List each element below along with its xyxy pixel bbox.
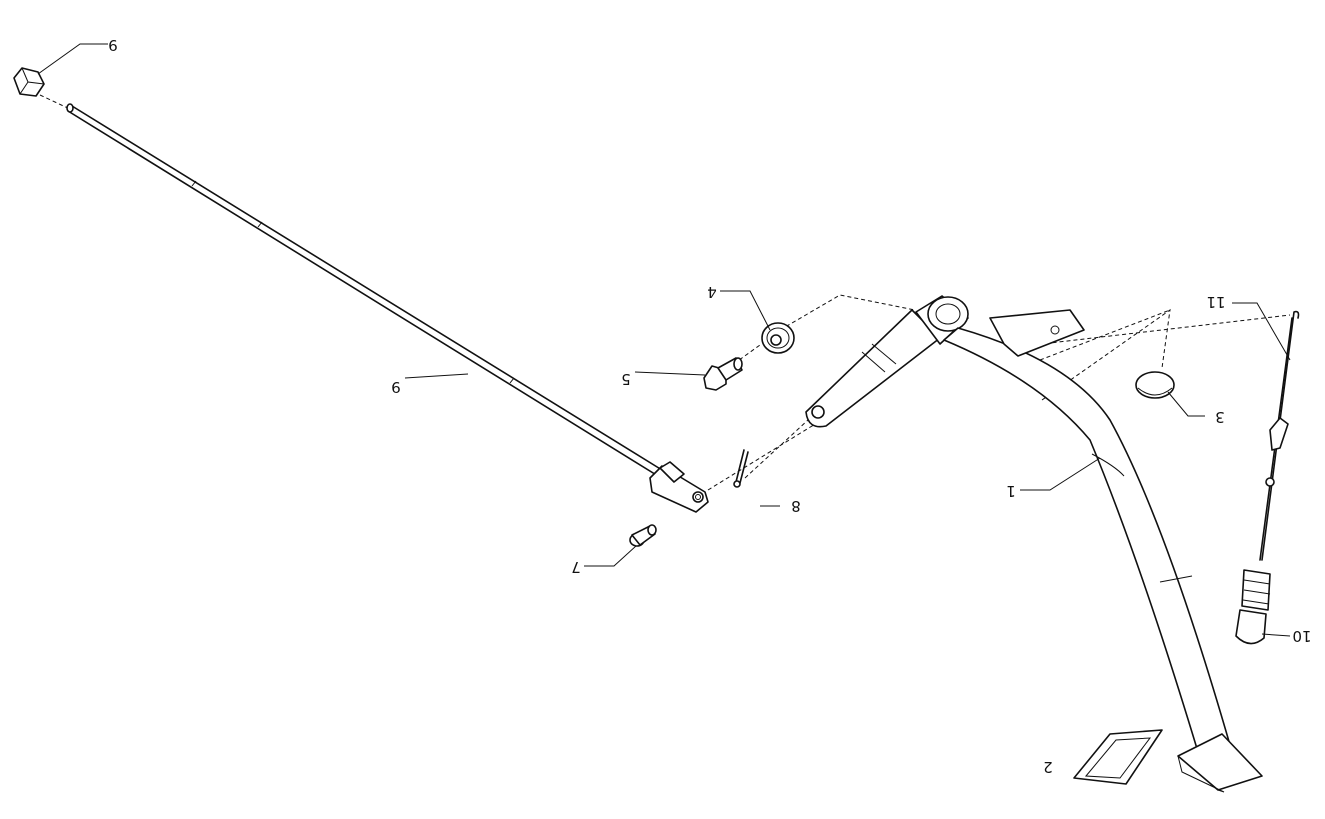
pedal-arm-part-1 (805, 295, 1263, 793)
cap-part-3 (1135, 371, 1175, 399)
washer-part-4 (761, 322, 795, 354)
rubber-pad-part-2 (1073, 729, 1163, 785)
leader-lines (37, 43, 1291, 637)
bolt-part-5 (703, 357, 743, 391)
callout-8: 8 (791, 497, 801, 515)
rod-part-9 (66, 103, 709, 513)
nut-part-9 (13, 67, 45, 97)
callout-10: 10 (1292, 627, 1311, 645)
callout-4: 4 (707, 283, 717, 301)
callout-3: 3 (1215, 408, 1225, 426)
callout-9-top: 9 (108, 36, 118, 54)
callout-11: 11 (1206, 293, 1225, 311)
clevis-pin-part-7 (629, 524, 657, 547)
switch-part-10 (1235, 569, 1271, 645)
callout-labels: 9 9 5 4 7 8 1 3 11 10 2 (108, 36, 1311, 776)
callout-9-rod: 9 (391, 378, 401, 396)
callout-2: 2 (1043, 758, 1053, 776)
callout-1: 1 (1006, 482, 1016, 500)
split-pin-part-8 (733, 449, 749, 488)
spring-rod-part-11 (1259, 310, 1300, 561)
callout-5: 5 (621, 370, 631, 388)
callout-7: 7 (571, 558, 581, 576)
